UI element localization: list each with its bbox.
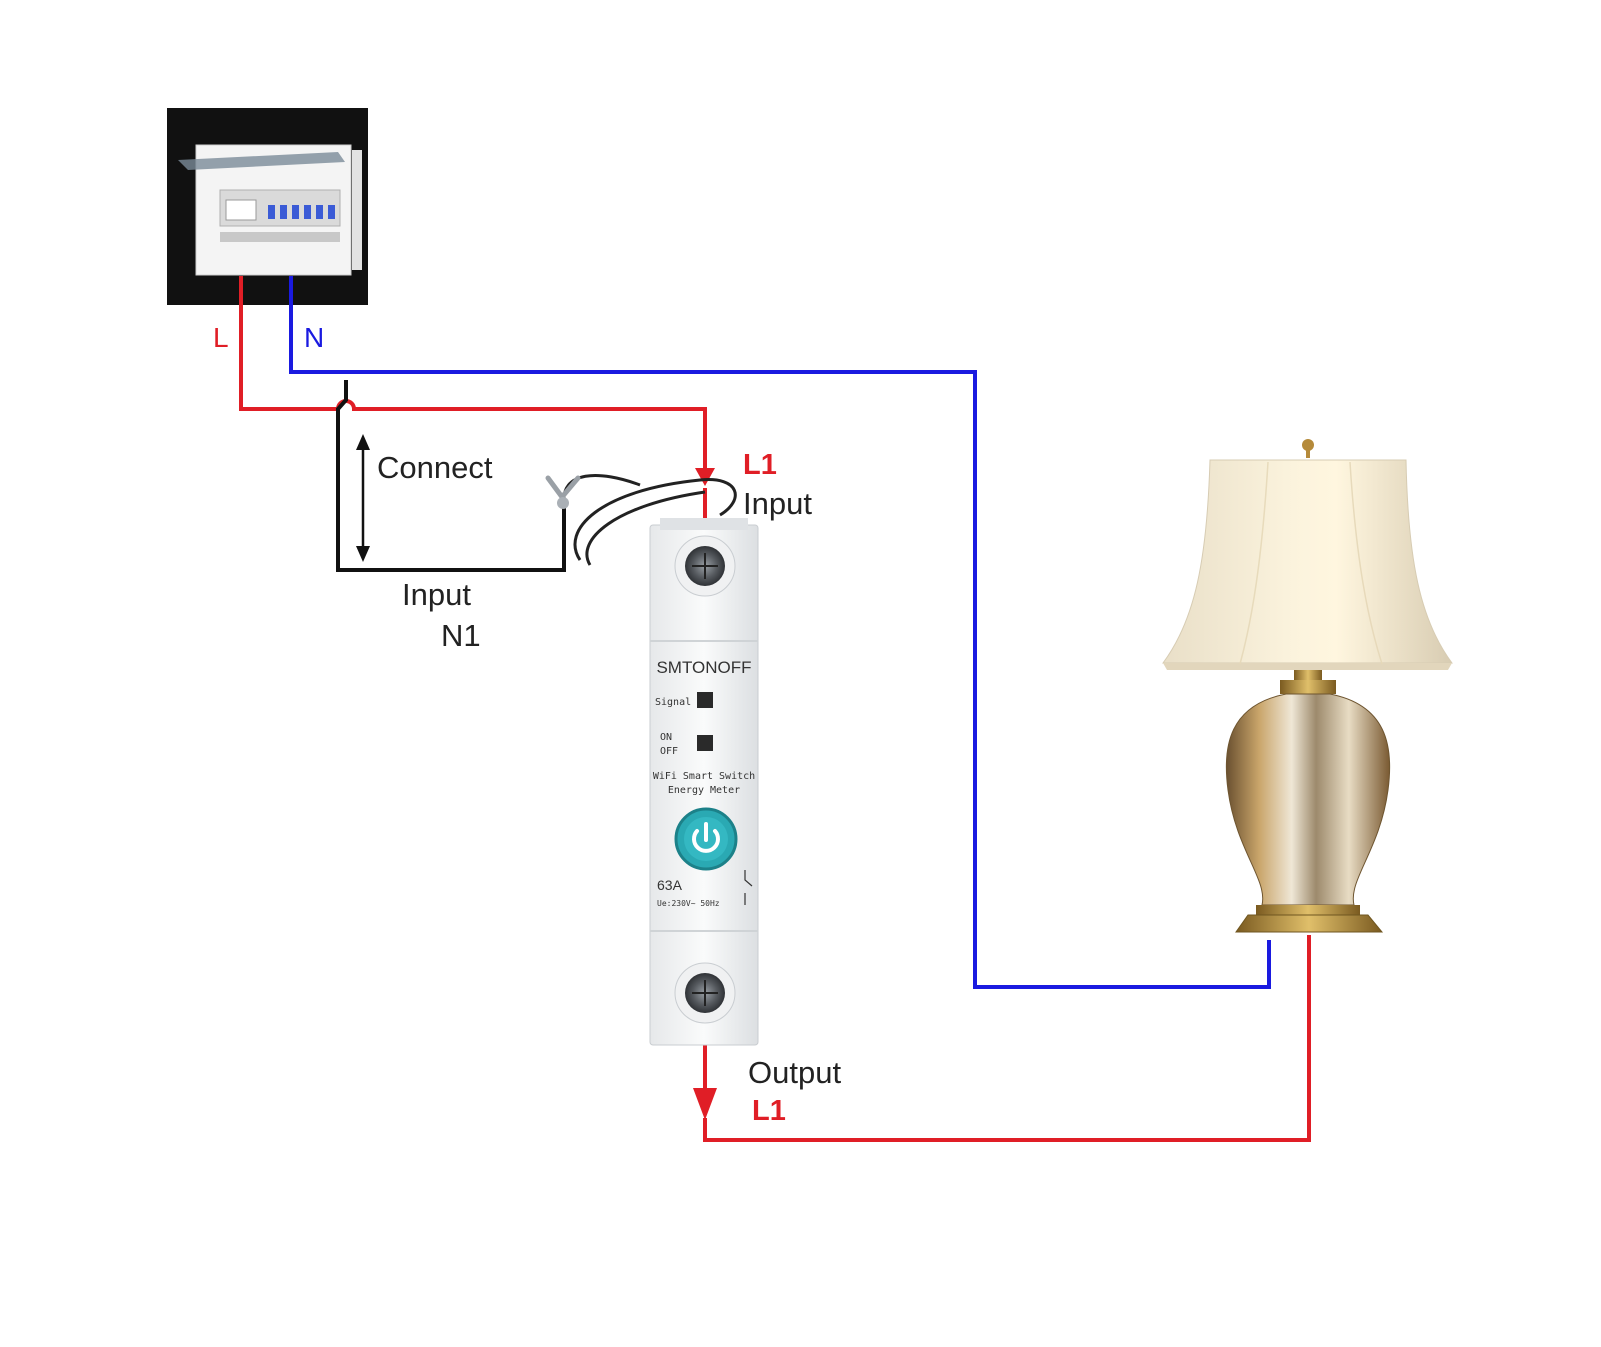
device-desc-line1: WiFi Smart Switch <box>653 771 755 782</box>
breaker-panel-icon <box>167 108 368 305</box>
neutral-wire <box>289 276 1271 989</box>
label-l1-input-code: L1 <box>743 449 777 481</box>
label-input-n1-top: Input <box>402 577 471 612</box>
l1-output-arrow <box>693 1088 717 1120</box>
power-icon <box>674 807 738 871</box>
neutral-lead-cable <box>545 474 737 566</box>
device-signal-label: Signal <box>655 697 691 708</box>
label-connect: Connect <box>377 450 493 485</box>
label-live: L <box>213 322 229 353</box>
device-desc-line2: Energy Meter <box>668 785 740 796</box>
connect-double-arrow <box>356 434 370 562</box>
device-rating: 63A <box>657 877 683 893</box>
label-neutral: N <box>304 322 324 353</box>
table-lamp-icon <box>1162 439 1453 933</box>
label-l1-output-code: L1 <box>752 1095 786 1127</box>
label-l1-input-text: Input <box>743 486 812 521</box>
neutral-jumper-wire <box>336 380 566 572</box>
device-on-label: ON <box>660 732 672 743</box>
device-off-label: OFF <box>660 746 678 757</box>
device-brand: SMTONOFF <box>656 658 751 677</box>
label-input-n1-bottom: N1 <box>441 618 481 653</box>
live-wire-output <box>703 935 1311 1142</box>
l1-input-arrow <box>695 468 715 486</box>
label-output-text: Output <box>748 1055 841 1090</box>
device-spec: Ue:230V~ 50Hz <box>657 899 720 908</box>
din-rail-switch-icon <box>649 518 759 1046</box>
live-wire-input <box>239 276 707 476</box>
